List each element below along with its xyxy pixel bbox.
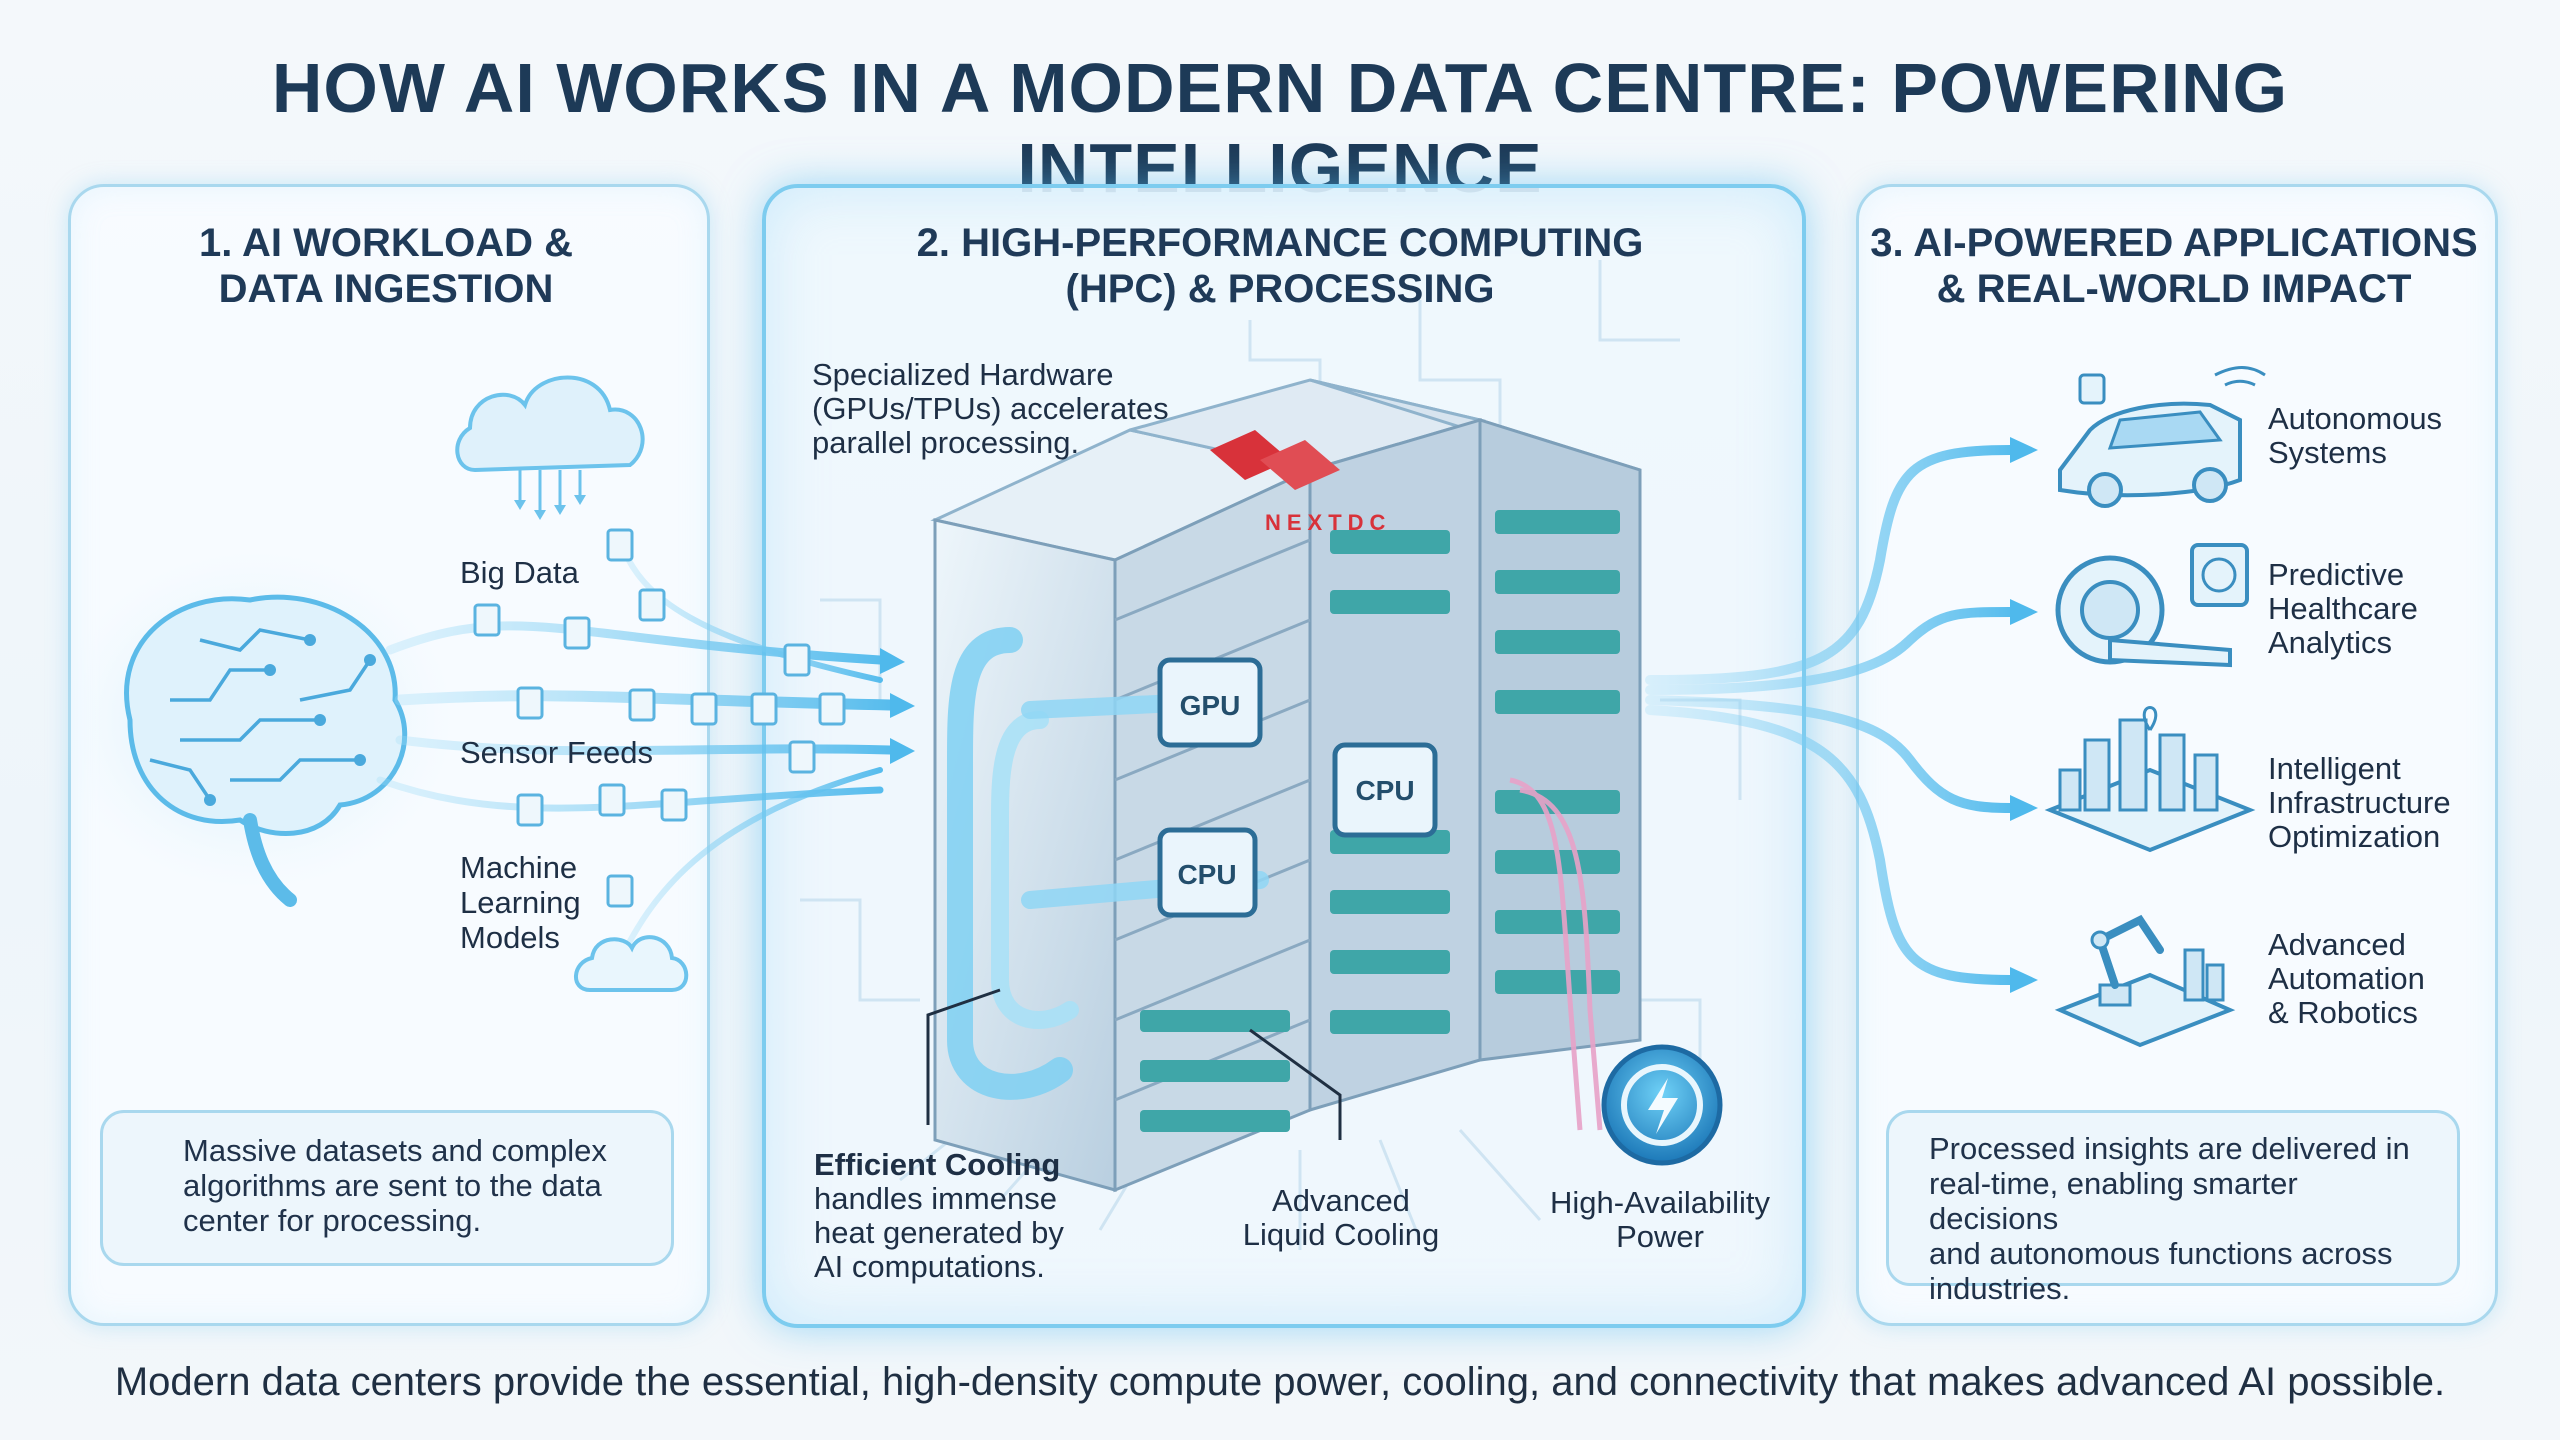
power-icon — [1601, 1044, 1723, 1166]
robot-arm-icon — [2054, 914, 2236, 1048]
ingestion-caption-line3: center for processing. — [183, 1203, 482, 1238]
power-label-line2: Power — [1616, 1219, 1704, 1254]
app-label-infrastructure-line1: Intelligent — [2268, 751, 2401, 786]
applications-caption-line1: Processed insights are delivered in — [1929, 1131, 2410, 1166]
ingestion-flows — [376, 537, 896, 963]
page-title: HOW AI WORKS IN A MODERN DATA CENTRE: PO… — [271, 49, 2289, 207]
label-ml-line1: Machine — [460, 850, 578, 885]
applications-title: 3. AI-POWERED APPLICATIONS & REAL-WORLD … — [1856, 220, 2492, 312]
leader-lines — [926, 988, 1342, 1140]
hardware-note-line3: parallel processing. — [812, 425, 1080, 460]
cpu-chip-icon: CPU — [1332, 742, 1438, 838]
hpc-title-line1: 2. HIGH-PERFORMANCE COMPUTING — [916, 221, 1644, 265]
gpu-chip-label: GPU — [1180, 690, 1241, 721]
app-label-infrastructure-line2: Infrastructure — [2268, 785, 2451, 820]
app-label-automation-line2: Automation — [2268, 961, 2425, 996]
label-ml-models: Machine Learning Models — [460, 850, 581, 955]
app-label-healthcare: Predictive Healthcare Analytics — [2268, 558, 2418, 660]
label-ml-line3: Models — [460, 920, 560, 955]
nextdc-logo: NEXTDC — [1210, 430, 1391, 535]
ingestion-title-line2: DATA INGESTION — [218, 267, 554, 311]
output-flows — [1645, 445, 2015, 985]
footer-note: Modern data centers provide the essentia… — [114, 1360, 2446, 1404]
app-label-autonomous: Autonomous Systems — [2268, 402, 2442, 470]
applications-caption: Processed insights are delivered in real… — [1886, 1110, 2460, 1306]
hpc-title-line2: (HPC) & PROCESSING — [1065, 267, 1495, 311]
cooling-note: Efficient Cooling handles immense heat g… — [814, 1148, 1064, 1284]
label-big-data: Big Data — [460, 555, 579, 590]
app-label-autonomous-line1: Autonomous — [2268, 401, 2443, 436]
hardware-note-line1: Specialized Hardware — [812, 357, 1114, 392]
hardware-note: Specialized Hardware (GPUs/TPUs) acceler… — [812, 358, 1169, 460]
brand-text: NEXTDC — [1265, 510, 1391, 535]
applications-caption-line3: and autonomous functions across — [1929, 1236, 2393, 1271]
app-label-infrastructure-line3: Optimization — [2268, 819, 2441, 854]
app-label-healthcare-line3: Analytics — [2268, 625, 2393, 660]
cpu-chip-icon: CPU — [1157, 827, 1258, 918]
ingestion-caption: Massive datasets and complex algorithms … — [100, 1110, 674, 1266]
liquid-cooling-line1: Advanced — [1272, 1183, 1410, 1218]
liquid-cooling-line2: Liquid Cooling — [1242, 1217, 1440, 1252]
cpu-chip-label: CPU — [1177, 859, 1236, 890]
cooling-note-title: Efficient Cooling — [814, 1147, 1061, 1182]
hpc-title: 2. HIGH-PERFORMANCE COMPUTING (HPC) & PR… — [762, 220, 1798, 312]
app-label-healthcare-line1: Predictive — [2268, 557, 2405, 592]
app-label-automation-line3: & Robotics — [2268, 995, 2418, 1030]
power-label-line1: High-Availability — [1550, 1185, 1770, 1220]
ingestion-title: 1. AI WORKLOAD & DATA INGESTION — [68, 220, 704, 312]
liquid-cooling-label: Advanced Liquid Cooling — [1236, 1184, 1446, 1252]
ingestion-caption-line1: Massive datasets and complex — [183, 1133, 607, 1168]
label-ml-line2: Learning — [460, 885, 581, 920]
power-label: High-Availability Power — [1540, 1186, 1780, 1254]
cooling-note-line1: handles immense — [814, 1181, 1057, 1216]
cooling-note-line2: heat generated by — [814, 1215, 1064, 1250]
server-rack-icon: NEXTDC GPU CPU CPU — [930, 378, 1642, 1193]
applications-title-line2: & REAL-WORLD IMPACT — [1936, 267, 2412, 311]
gpu-chip-icon: GPU — [1157, 657, 1263, 748]
app-label-infrastructure: Intelligent Infrastructure Optimization — [2268, 752, 2451, 854]
app-label-automation-line1: Advanced — [2268, 927, 2406, 962]
app-label-automation: Advanced Automation & Robotics — [2268, 928, 2425, 1030]
document-icon — [473, 528, 846, 908]
ingestion-caption-line2: algorithms are sent to the data — [183, 1168, 602, 1203]
ingestion-title-line1: 1. AI WORKLOAD & — [198, 221, 574, 265]
flow-arrowheads — [880, 648, 915, 764]
smart-city-icon — [2044, 706, 2256, 853]
app-label-healthcare-line2: Healthcare — [2268, 591, 2418, 626]
cloud-icon — [455, 375, 645, 520]
brain-icon — [55, 550, 455, 907]
cooling-note-line3: AI computations. — [814, 1249, 1045, 1284]
applications-caption-line4: industries. — [1929, 1271, 2071, 1306]
mri-scanner-icon — [2055, 543, 2249, 668]
cpu-chip-label: CPU — [1355, 775, 1414, 806]
hardware-note-line2: (GPUs/TPUs) accelerates — [812, 391, 1169, 426]
app-label-autonomous-line2: Systems — [2268, 435, 2387, 470]
autonomous-car-icon — [2058, 366, 2266, 508]
output-arrowheads — [2010, 437, 2038, 993]
label-sensor-feeds: Sensor Feeds — [460, 735, 653, 770]
applications-caption-line2: real-time, enabling smarter decisions — [1929, 1166, 2298, 1236]
applications-title-line1: 3. AI-POWERED APPLICATIONS — [1870, 221, 2478, 265]
cloud-icon — [574, 935, 689, 992]
